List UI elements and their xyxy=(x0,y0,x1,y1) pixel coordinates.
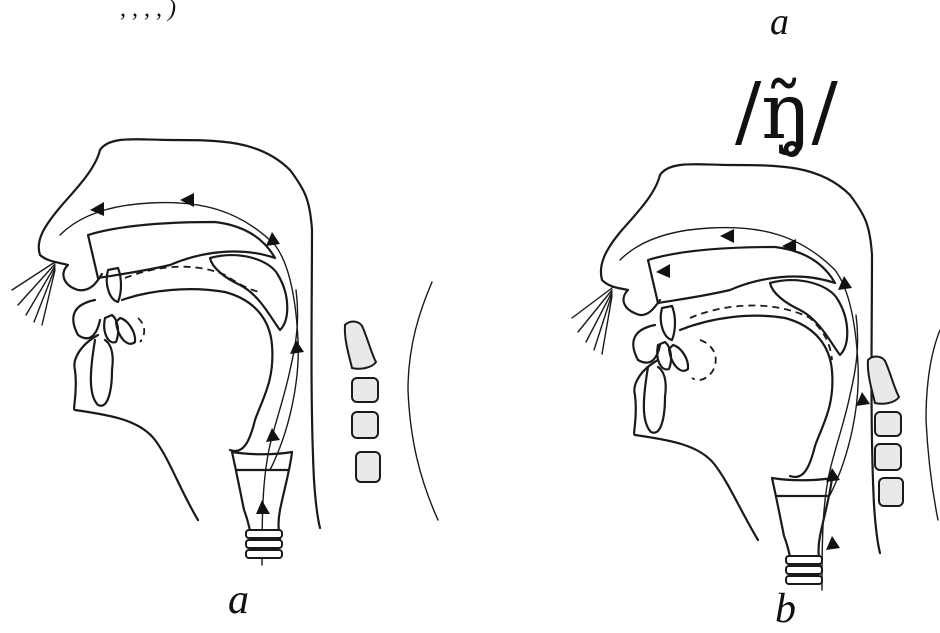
panel-a-vocal-ring-3 xyxy=(246,550,282,558)
panel-a-diagram xyxy=(12,139,438,565)
panel-a-upper-teeth xyxy=(107,268,121,302)
panel-a-lower-teeth xyxy=(104,315,135,344)
panel-b-vertebra-3 xyxy=(875,444,901,470)
panel-b-neck-back xyxy=(926,330,940,520)
panel-a-vocal-ring-2 xyxy=(246,540,282,548)
panel-a-vertebra-4 xyxy=(356,452,380,482)
panel-b-vocal-ring-1 xyxy=(786,556,822,564)
panel-a-pharynx-airflow xyxy=(262,290,298,565)
panel-a-vocal-ring-1 xyxy=(246,530,282,538)
panel-a-caption: a xyxy=(228,577,249,623)
panel-b-hard-palate xyxy=(648,247,835,303)
panel-b-arrow-5 xyxy=(826,468,840,482)
panel-b-velum-dashed xyxy=(690,305,832,360)
panel-a-hard-palate xyxy=(88,222,275,278)
top-partial-text: , , , , ) xyxy=(120,0,176,22)
panel-a-tongue xyxy=(122,289,272,451)
panel-b-upper-teeth xyxy=(661,306,675,340)
panel-b-vocal-ring-3 xyxy=(786,576,822,584)
panel-a-vertebra-1 xyxy=(345,322,376,369)
panel-b-lower-teeth xyxy=(657,342,688,371)
panel-a-soft-palate xyxy=(210,255,287,330)
panel-b-caption: b xyxy=(775,586,796,632)
panel-b-arrow-3 xyxy=(782,239,796,253)
panel-b-arrow-1 xyxy=(656,264,670,278)
panel-a-vertebra-2 xyxy=(352,378,378,402)
panel-b-face-profile xyxy=(601,175,758,540)
panel-b-arrow-6 xyxy=(826,536,840,550)
panel-b-skull-outline xyxy=(660,164,880,553)
panel-a-jaw xyxy=(91,340,113,406)
phonetic-symbol: /ŋ̥̃/ xyxy=(735,67,839,157)
panel-a-arrow-5 xyxy=(266,428,280,442)
panel-b-nasal-puff xyxy=(572,288,612,354)
panel-a-arrow-6 xyxy=(256,500,270,514)
panel-b-jaw xyxy=(644,367,666,433)
panel-b-vocal-ring-2 xyxy=(786,566,822,574)
panel-b-diagram xyxy=(572,164,940,590)
panel-a-neck-back xyxy=(408,282,438,520)
panel-b-vertebra-4 xyxy=(879,478,903,506)
panel-a-arrow-4 xyxy=(290,340,304,354)
panel-b-larynx xyxy=(772,478,832,566)
panel-a-arrow-2 xyxy=(180,193,194,207)
top-right-label: a xyxy=(770,1,789,43)
panel-b-vertebra-2 xyxy=(875,412,901,436)
panel-a-dashed-lip xyxy=(138,318,144,342)
panel-b-dashed-tongue xyxy=(692,340,716,380)
panel-b-vertebra-1 xyxy=(868,357,899,404)
panel-b-arrow-2 xyxy=(720,229,734,243)
panel-a-nasal-puff xyxy=(12,262,55,325)
panel-a-vertebra-3 xyxy=(352,412,378,438)
